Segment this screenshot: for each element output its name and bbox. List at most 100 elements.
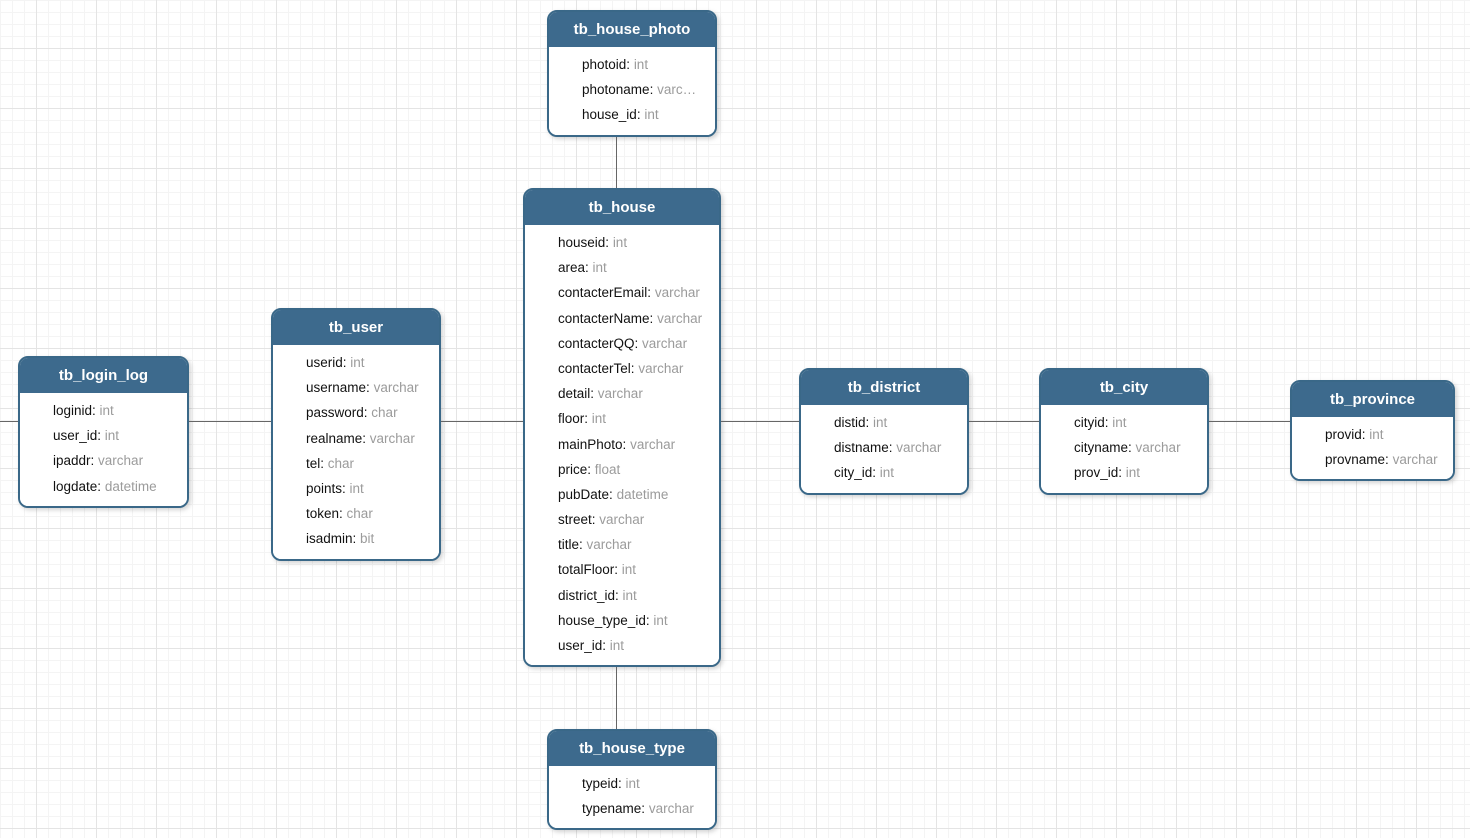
field-name: floor xyxy=(558,411,592,426)
entity-title: tb_login_log xyxy=(20,358,187,393)
field-type: int xyxy=(625,776,640,791)
entity-tb_house[interactable]: tb_househouseidintareaintcontacterEmailv… xyxy=(523,188,721,668)
entity-tb_house_photo[interactable]: tb_house_photophotoidintphotonamevarc…ho… xyxy=(547,10,717,137)
field-name: points xyxy=(306,481,350,496)
field-type: varchar xyxy=(1392,452,1438,468)
field-row: prov_idint xyxy=(1041,460,1207,485)
field-name: detail xyxy=(558,386,598,401)
field-name: userid xyxy=(306,355,350,370)
entity-field-list: cityidintcitynamevarcharprov_idint xyxy=(1041,405,1207,493)
field-type: varchar xyxy=(369,430,415,446)
entity-title: tb_province xyxy=(1292,382,1453,417)
field-name: token xyxy=(306,506,347,521)
field-name: isadmin xyxy=(306,531,360,546)
field-row: telchar xyxy=(273,451,439,476)
field-name: loginid xyxy=(53,403,100,418)
field-type: int xyxy=(349,480,364,496)
field-type: varchar xyxy=(657,310,703,326)
field-type: int xyxy=(609,638,625,653)
field-type: float xyxy=(594,461,621,477)
field-name: contacterName xyxy=(558,311,657,326)
field-name: typename xyxy=(582,801,649,816)
field-row: contacterTelvarchar xyxy=(525,356,719,381)
field-row: photonamevarc… xyxy=(549,77,715,102)
field-name: totalFloor xyxy=(558,562,622,577)
field-row: distidint xyxy=(801,410,967,435)
field-type: int xyxy=(1369,427,1384,442)
field-type: int xyxy=(873,415,888,430)
field-row: photoidint xyxy=(549,52,715,77)
field-type: varchar xyxy=(642,335,688,351)
field-type: int xyxy=(350,355,365,370)
entity-tb_city[interactable]: tb_citycityidintcitynamevarcharprov_idin… xyxy=(1039,368,1209,495)
field-type: datetime xyxy=(616,486,669,502)
field-row: areaint xyxy=(525,255,719,280)
field-name: distname xyxy=(834,440,896,455)
field-name: houseid xyxy=(558,235,613,250)
field-row: city_idint xyxy=(801,460,967,485)
field-type: varchar xyxy=(638,360,684,376)
field-type: int xyxy=(653,612,668,628)
field-row: typenamevarchar xyxy=(549,796,715,821)
field-type: int xyxy=(99,403,114,418)
field-name: realname xyxy=(306,431,370,446)
entity-title: tb_house_photo xyxy=(549,12,715,47)
field-type: varc… xyxy=(657,82,697,98)
field-row: contacterNamevarchar xyxy=(525,306,719,331)
entity-title: tb_user xyxy=(273,310,439,345)
field-type: datetime xyxy=(104,478,157,494)
entity-field-list: distidintdistnamevarcharcity_idint xyxy=(801,405,967,493)
field-name: password xyxy=(306,405,371,420)
entity-tb_house_type[interactable]: tb_house_typetypeidinttypenamevarchar xyxy=(547,729,717,831)
entity-tb_province[interactable]: tb_provinceprovidintprovnamevarchar xyxy=(1290,380,1455,482)
field-row: typeidint xyxy=(549,771,715,796)
field-name: photoname xyxy=(582,82,657,97)
entity-tb_district[interactable]: tb_districtdistidintdistnamevarcharcity_… xyxy=(799,368,969,495)
field-type: varchar xyxy=(654,285,700,301)
field-name: typeid xyxy=(582,776,626,791)
field-name: prov_id xyxy=(1074,465,1126,480)
entity-title: tb_city xyxy=(1041,370,1207,405)
field-type: int xyxy=(644,107,659,123)
field-row: totalFloorint xyxy=(525,557,719,582)
field-row: streetvarchar xyxy=(525,507,719,532)
field-type: int xyxy=(591,411,607,427)
field-type: char xyxy=(371,405,398,421)
field-row: detailvarchar xyxy=(525,381,719,406)
field-name: pubDate xyxy=(558,487,617,502)
field-row: pointsint xyxy=(273,476,439,501)
field-row: ipaddrvarchar xyxy=(20,448,187,473)
entity-field-list: houseidintareaintcontacterEmailvarcharco… xyxy=(525,225,719,666)
field-row: pricefloat xyxy=(525,457,719,482)
entity-title: tb_district xyxy=(801,370,967,405)
field-name: user_id xyxy=(558,638,610,653)
field-type: int xyxy=(1112,415,1127,430)
field-name: distid xyxy=(834,415,873,430)
entity-tb_login_log[interactable]: tb_login_logloginidintuser_idintipaddrva… xyxy=(18,356,189,508)
entity-title: tb_house_type xyxy=(549,731,715,766)
field-row: user_idint xyxy=(525,633,719,658)
field-type: varchar xyxy=(597,386,643,402)
field-name: tel xyxy=(306,456,328,471)
field-name: user_id xyxy=(53,428,105,443)
field-type: int xyxy=(622,587,637,603)
field-type: varchar xyxy=(599,512,645,528)
field-name: price xyxy=(558,462,595,477)
field-row: tokenchar xyxy=(273,501,439,526)
entity-tb_user[interactable]: tb_useruseridintusernamevarcharpasswordc… xyxy=(271,308,441,561)
field-row: citynamevarchar xyxy=(1041,435,1207,460)
field-type: bit xyxy=(360,531,375,547)
field-name: provname xyxy=(1325,452,1393,467)
field-name: contacterTel xyxy=(558,361,638,376)
field-row: passwordchar xyxy=(273,400,439,425)
field-name: logdate xyxy=(53,479,105,494)
field-row: cityidint xyxy=(1041,410,1207,435)
field-row: logdatedatetime xyxy=(20,474,187,499)
field-name: cityid xyxy=(1074,415,1112,430)
field-row: pubDatedatetime xyxy=(525,482,719,507)
field-name: cityname xyxy=(1074,440,1136,455)
field-name: mainPhoto xyxy=(558,437,630,452)
field-name: photoid xyxy=(582,57,634,72)
field-type: varchar xyxy=(98,453,144,469)
